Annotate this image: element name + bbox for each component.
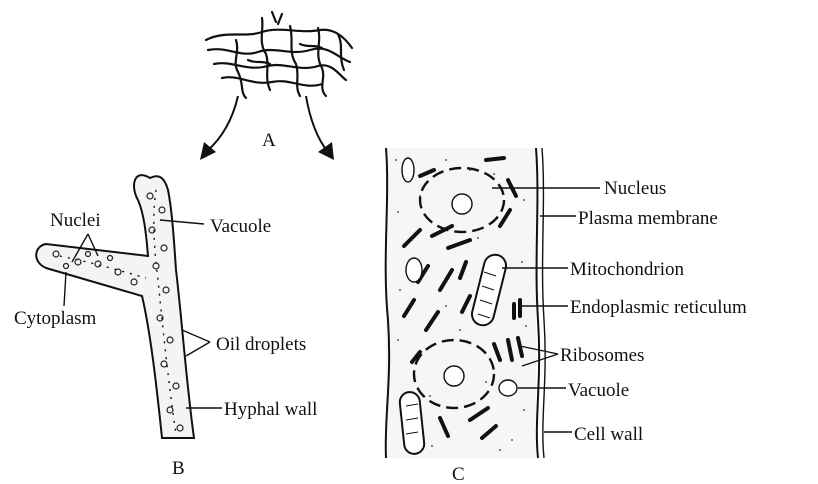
cell-drawing [386, 148, 545, 458]
arrow-left [200, 96, 238, 160]
label-nucleus: Nucleus [604, 178, 666, 199]
panel-label-b: B [172, 458, 185, 479]
label-ribosomes: Ribosomes [560, 345, 644, 366]
panel-label-a: A [262, 130, 276, 151]
arrow-right [306, 96, 334, 160]
label-vacuole-b: Vacuole [210, 216, 271, 237]
mycelium-drawing [206, 12, 352, 98]
label-plasma-membrane: Plasma membrane [578, 208, 718, 229]
label-oil-droplets: Oil droplets [216, 334, 306, 355]
label-endoplasmic-reticulum: Endoplasmic reticulum [570, 297, 747, 318]
label-cytoplasm: Cytoplasm [14, 308, 97, 329]
label-cell-wall: Cell wall [574, 424, 643, 445]
label-nuclei: Nuclei [50, 210, 101, 231]
label-mitochondrion: Mitochondrion [570, 259, 684, 280]
label-hyphal-wall: Hyphal wall [224, 399, 317, 420]
label-vacuole-c: Vacuole [568, 380, 629, 401]
panel-label-c: C [452, 464, 465, 484]
